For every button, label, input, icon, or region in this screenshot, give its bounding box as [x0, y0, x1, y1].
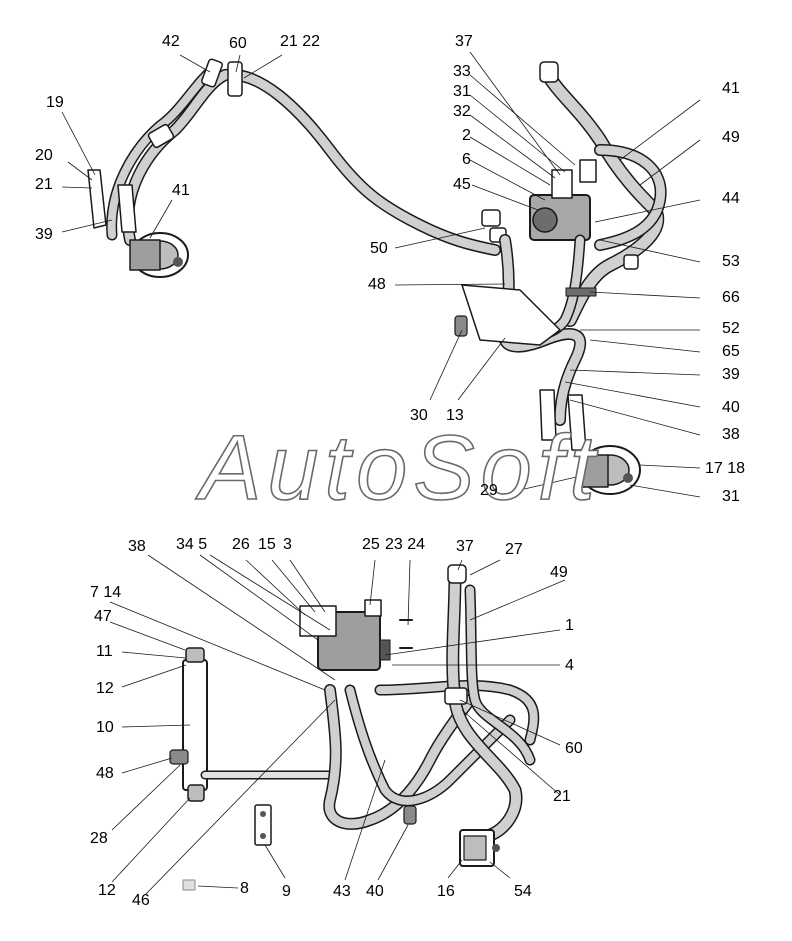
callout-b47: 47 [94, 608, 112, 625]
callout-45: 45 [453, 176, 471, 193]
callout-29: 29 [480, 482, 498, 499]
callout-b21: 21 [553, 788, 571, 805]
clamp-60-bottom [444, 687, 468, 705]
watermark-text: AutoSoft [199, 417, 601, 519]
valve-block-top [529, 159, 597, 241]
callout-b49: 49 [550, 564, 568, 581]
callout-b25: 25 [362, 536, 380, 553]
callout-b10: 10 [96, 719, 114, 736]
callout-b48: 48 [96, 765, 114, 782]
callout-37: 37 [455, 33, 473, 50]
top-assembly [87, 58, 667, 495]
hose-clamp-60 [227, 61, 243, 97]
cap-top [623, 254, 639, 270]
callout-31-right: 31 [722, 488, 740, 505]
callout-b54: 54 [514, 883, 532, 900]
callout-b7-14: 7 14 [90, 584, 122, 601]
valve-unit-bottom [299, 599, 413, 671]
block-8 [182, 879, 196, 891]
callout-44: 44 [722, 190, 740, 207]
callout-b1: 1 [565, 617, 574, 634]
callout-40: 40 [722, 399, 740, 416]
callout-53: 53 [722, 253, 740, 270]
callout-b8: 8 [240, 880, 249, 897]
leader-lines-top [61, 51, 701, 498]
callout-13: 13 [446, 407, 464, 424]
callout-20: 20 [35, 147, 53, 164]
pump-left [129, 232, 189, 278]
frame-plate [461, 284, 561, 346]
callout-60: 60 [229, 35, 247, 52]
callout-39-right: 39 [722, 366, 740, 383]
callout-b4: 4 [565, 657, 574, 674]
callout-33: 33 [453, 63, 471, 80]
callout-b43: 43 [333, 883, 351, 900]
callout-30: 30 [410, 407, 428, 424]
fitting-top-right [539, 61, 559, 83]
fitting-37-27 [447, 564, 467, 584]
callout-50: 50 [370, 240, 388, 257]
bottom-assembly [169, 564, 540, 891]
callout-19: 19 [46, 94, 64, 111]
callout-b37: 37 [456, 538, 474, 555]
callout-39: 39 [35, 226, 53, 243]
callout-66: 66 [722, 289, 740, 306]
bracket-right [539, 389, 557, 441]
callout-b9: 9 [282, 883, 291, 900]
callout-b12: 12 [96, 680, 114, 697]
fitting-30 [454, 315, 468, 337]
callout-65: 65 [722, 343, 740, 360]
callout-41-right: 41 [722, 80, 740, 97]
callout-21-22: 21 22 [280, 33, 321, 50]
callout-b28: 28 [90, 830, 108, 847]
strip-9 [254, 804, 272, 846]
callout-b34-5: 34 5 [176, 536, 208, 553]
callout-b40: 40 [366, 883, 384, 900]
callout-32: 32 [453, 103, 471, 120]
pump-right [579, 445, 641, 495]
callout-b11: 11 [96, 643, 113, 660]
fitting-40 [403, 805, 417, 825]
callout-b46: 46 [132, 892, 150, 909]
callout-b16: 16 [437, 883, 455, 900]
hose-fitting-42 [201, 58, 223, 88]
callout-b38: 38 [128, 538, 146, 555]
callout-b26: 26 [232, 536, 250, 553]
leader-lines-bottom [109, 554, 566, 896]
hose-sleeve [147, 123, 175, 149]
bracket-left [87, 169, 107, 229]
callout-42: 42 [162, 33, 180, 50]
callout-31: 31 [453, 83, 471, 100]
callout-21: 21 [35, 176, 53, 193]
callout-b12-lower: 12 [98, 882, 116, 899]
callout-b3: 3 [283, 536, 292, 553]
callout-52: 52 [722, 320, 740, 337]
callout-49: 49 [722, 129, 740, 146]
callout-b23-24: 23 24 [385, 536, 426, 553]
callout-48: 48 [368, 276, 386, 293]
cylinder-10 [169, 647, 208, 802]
callout-b60: 60 [565, 740, 583, 757]
callout-b27: 27 [505, 541, 523, 558]
callout-6: 6 [462, 151, 471, 168]
pump-bottom [459, 829, 500, 867]
callout-b15: 15 [258, 536, 276, 553]
fitting-50 [481, 209, 501, 227]
callout-41-left: 41 [172, 182, 190, 199]
callout-2: 2 [462, 127, 471, 144]
callout-38: 38 [722, 426, 740, 443]
callout-17-18: 17 18 [705, 460, 746, 477]
